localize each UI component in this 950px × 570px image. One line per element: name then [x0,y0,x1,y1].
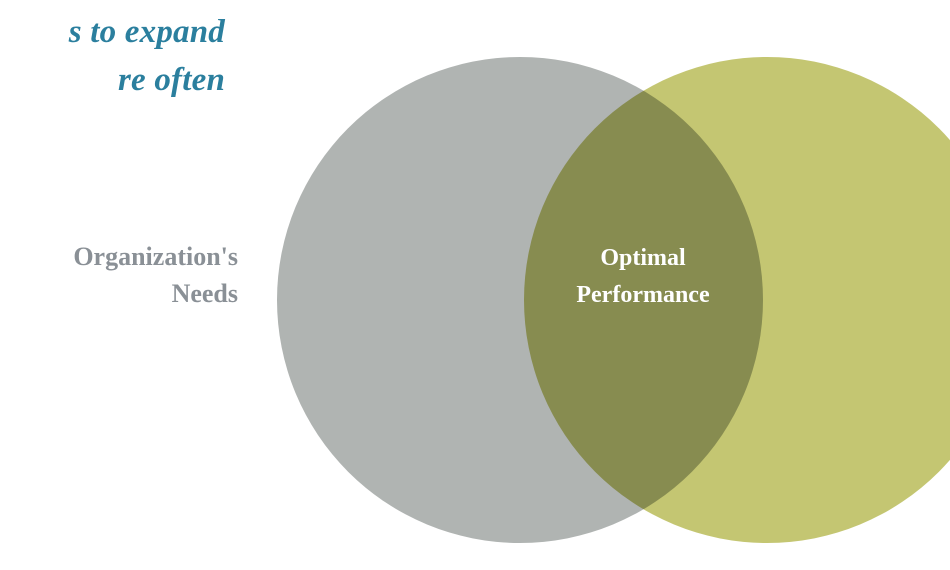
venn-label-optimal-performance-line-1: Optimal [600,245,686,271]
page-title-line-1: s to expand [68,14,225,50]
venn-label-optimal-performance-line-2: Performance [576,282,710,308]
venn-circle-right [524,57,950,543]
venn-label-optimal-performance: Optimal Performance [516,240,770,314]
venn-label-organizations-needs: Organization's Needs [0,238,238,312]
page-title: s to expand re often [0,8,225,104]
venn-label-organizations-needs-line-2: Needs [171,279,238,308]
page-title-line-2: re often [118,62,225,98]
venn-label-organizations-needs-line-1: Organization's [73,242,238,271]
